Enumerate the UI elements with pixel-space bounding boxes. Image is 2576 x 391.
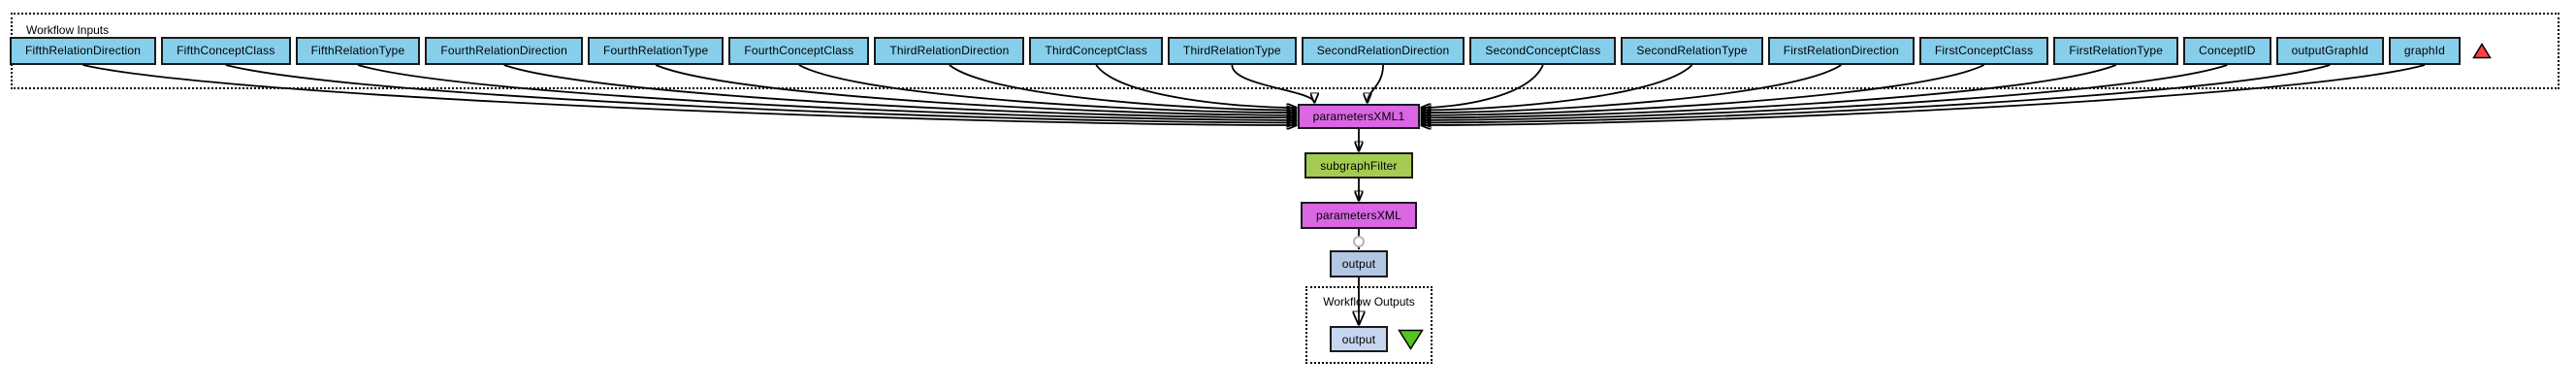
workflow-inputs-title: Workflow Inputs — [26, 23, 110, 37]
merge-circle-icon — [1353, 236, 1365, 247]
workflow-input-port-FifthRelationDirection[interactable]: FifthRelationDirection — [10, 37, 157, 65]
workflow-input-port-ConceptID[interactable]: ConceptID — [2183, 37, 2271, 65]
workflow-input-port-ThirdConceptClass[interactable]: ThirdConceptClass — [1029, 37, 1163, 65]
workflow-input-port-FirstRelationType[interactable]: FirstRelationType — [2053, 37, 2179, 65]
processor-subgraphFilter[interactable]: subgraphFilter — [1304, 152, 1413, 179]
workflow-input-port-outputGraphId[interactable]: outputGraphId — [2275, 37, 2384, 65]
node-output[interactable]: output — [1330, 250, 1388, 277]
processor-parametersXML[interactable]: parametersXML — [1301, 202, 1417, 229]
workflow-outputs-group: Workflow Outputs output — [1305, 286, 1433, 364]
workflow-input-port-ThirdRelationDirection[interactable]: ThirdRelationDirection — [874, 37, 1025, 65]
processor-parametersXML1[interactable]: parametersXML1 — [1298, 104, 1420, 129]
workflow-input-port-FourthConceptClass[interactable]: FourthConceptClass — [728, 37, 870, 65]
workflow-output-marker-icon[interactable] — [1398, 329, 1424, 350]
workflow-input-port-ThirdRelationType[interactable]: ThirdRelationType — [1167, 37, 1297, 65]
workflow-input-port-SecondRelationType[interactable]: SecondRelationType — [1621, 37, 1763, 65]
workflow-input-port-FifthRelationType[interactable]: FifthRelationType — [295, 37, 421, 65]
workflow-outputs-title: Workflow Outputs — [1323, 295, 1415, 309]
workflow-input-port-FourthRelationDirection[interactable]: FourthRelationDirection — [425, 37, 584, 65]
workflow-input-marker-icon[interactable] — [2472, 43, 2492, 59]
workflow-input-port-SecondConceptClass[interactable]: SecondConceptClass — [1469, 37, 1617, 65]
workflow-input-port-FirstRelationDirection[interactable]: FirstRelationDirection — [1767, 37, 1915, 65]
workflow-input-port-graphId[interactable]: graphId — [2388, 37, 2462, 65]
workflow-input-port-SecondRelationDirection[interactable]: SecondRelationDirection — [1301, 37, 1465, 65]
workflow-input-port-FourthRelationType[interactable]: FourthRelationType — [588, 37, 724, 65]
workflow-output-port-output[interactable]: output — [1330, 326, 1388, 352]
workflow-input-port-FifthConceptClass[interactable]: FifthConceptClass — [161, 37, 291, 65]
workflow-input-port-FirstConceptClass[interactable]: FirstConceptClass — [1918, 37, 2049, 65]
